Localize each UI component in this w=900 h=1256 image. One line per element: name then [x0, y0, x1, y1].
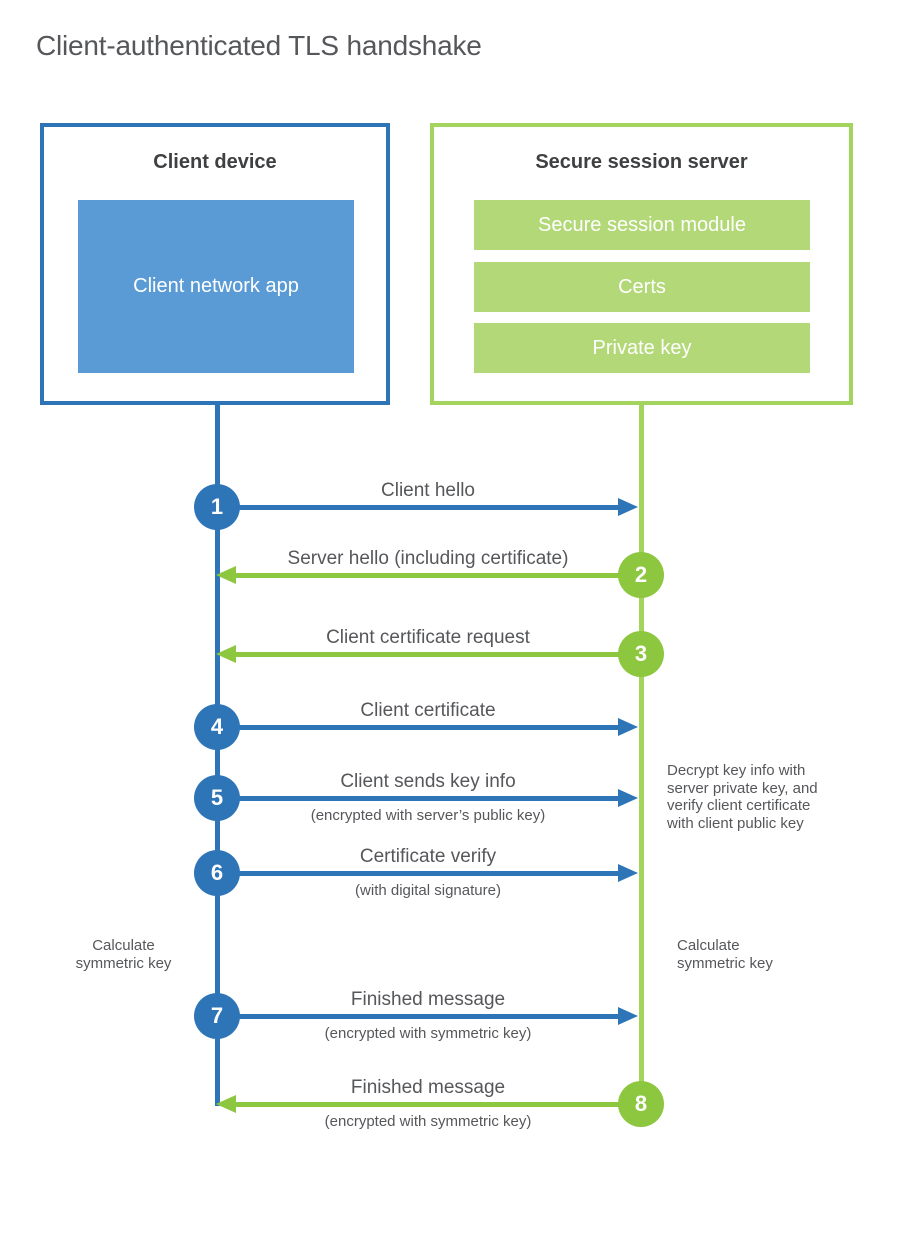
message-arrow-line [217, 725, 620, 730]
message-label: Client hello [381, 480, 475, 501]
message-label: Client certificate request [326, 627, 530, 648]
arrow-head-left-icon [216, 645, 236, 663]
server-module-bar: Secure session module [474, 200, 810, 250]
message-arrow-line [217, 1014, 620, 1019]
client-lifeline [215, 405, 220, 1106]
message-label: Certificate verify [359, 846, 497, 867]
arrow-head-right-icon [618, 1007, 638, 1025]
step-number: 2 [634, 562, 648, 587]
step-circle: 8 [618, 1081, 664, 1127]
message-label: Finished message [350, 1077, 506, 1098]
message-arrow-line [232, 573, 641, 578]
step-circle: 5 [194, 775, 240, 821]
arrow-head-right-icon [618, 718, 638, 736]
arrow-head-left-icon [216, 566, 236, 584]
server-module-bar: Certs [474, 262, 810, 312]
server-title: Secure session server [535, 151, 748, 173]
step-number: 5 [210, 785, 224, 810]
note-calculate-symmetric-key-right: Calculate symmetric key [677, 937, 773, 972]
message-sublabel: (with digital signature) [355, 882, 501, 899]
client-network-app-box: Client network app [78, 200, 354, 373]
step-number: 7 [210, 1003, 224, 1028]
step-number: 1 [210, 494, 224, 519]
arrow-head-left-icon [216, 1095, 236, 1113]
note-decrypt-key-info: Decrypt key info with server private key… [667, 762, 818, 832]
message-sublabel: (encrypted with symmetric key) [324, 1025, 532, 1042]
step-number: 8 [634, 1091, 648, 1116]
note-calculate-symmetric-key-left: Calculate symmetric key [75, 937, 172, 972]
message-label: Finished message [350, 989, 506, 1010]
step-circle: 2 [618, 552, 664, 598]
arrow-head-right-icon [618, 789, 638, 807]
step-circle: 1 [194, 484, 240, 530]
step-circle: 6 [194, 850, 240, 896]
step-number: 4 [210, 714, 224, 739]
message-label: Client sends key info [340, 771, 516, 792]
message-sublabel: (encrypted with server’s public key) [310, 807, 546, 824]
message-arrow-line [232, 1102, 641, 1107]
arrow-head-right-icon [618, 498, 638, 516]
step-number: 3 [634, 641, 648, 666]
message-label: Client certificate [360, 700, 496, 721]
server-module-label: Private key [592, 336, 692, 359]
message-sublabel: (encrypted with symmetric key) [324, 1113, 532, 1130]
page-title: Client-authenticated TLS handshake [36, 30, 482, 61]
server-lifeline [639, 405, 644, 1104]
message-arrow-line [217, 796, 620, 801]
message-arrow-line [232, 652, 641, 657]
message-arrow-line [217, 871, 620, 876]
message-arrow-line [217, 505, 620, 510]
step-circle: 4 [194, 704, 240, 750]
step-circle: 3 [618, 631, 664, 677]
arrow-head-right-icon [618, 864, 638, 882]
client-network-app-label: Client network app [133, 275, 299, 297]
server-module-label: Secure session module [538, 213, 746, 236]
step-circle: 7 [194, 993, 240, 1039]
server-module-label: Certs [618, 275, 666, 298]
server-module-bar: Private key [474, 323, 810, 373]
message-label: Server hello (including certificate) [287, 548, 569, 569]
client-device-title: Client device [153, 151, 277, 173]
step-number: 6 [210, 860, 224, 885]
